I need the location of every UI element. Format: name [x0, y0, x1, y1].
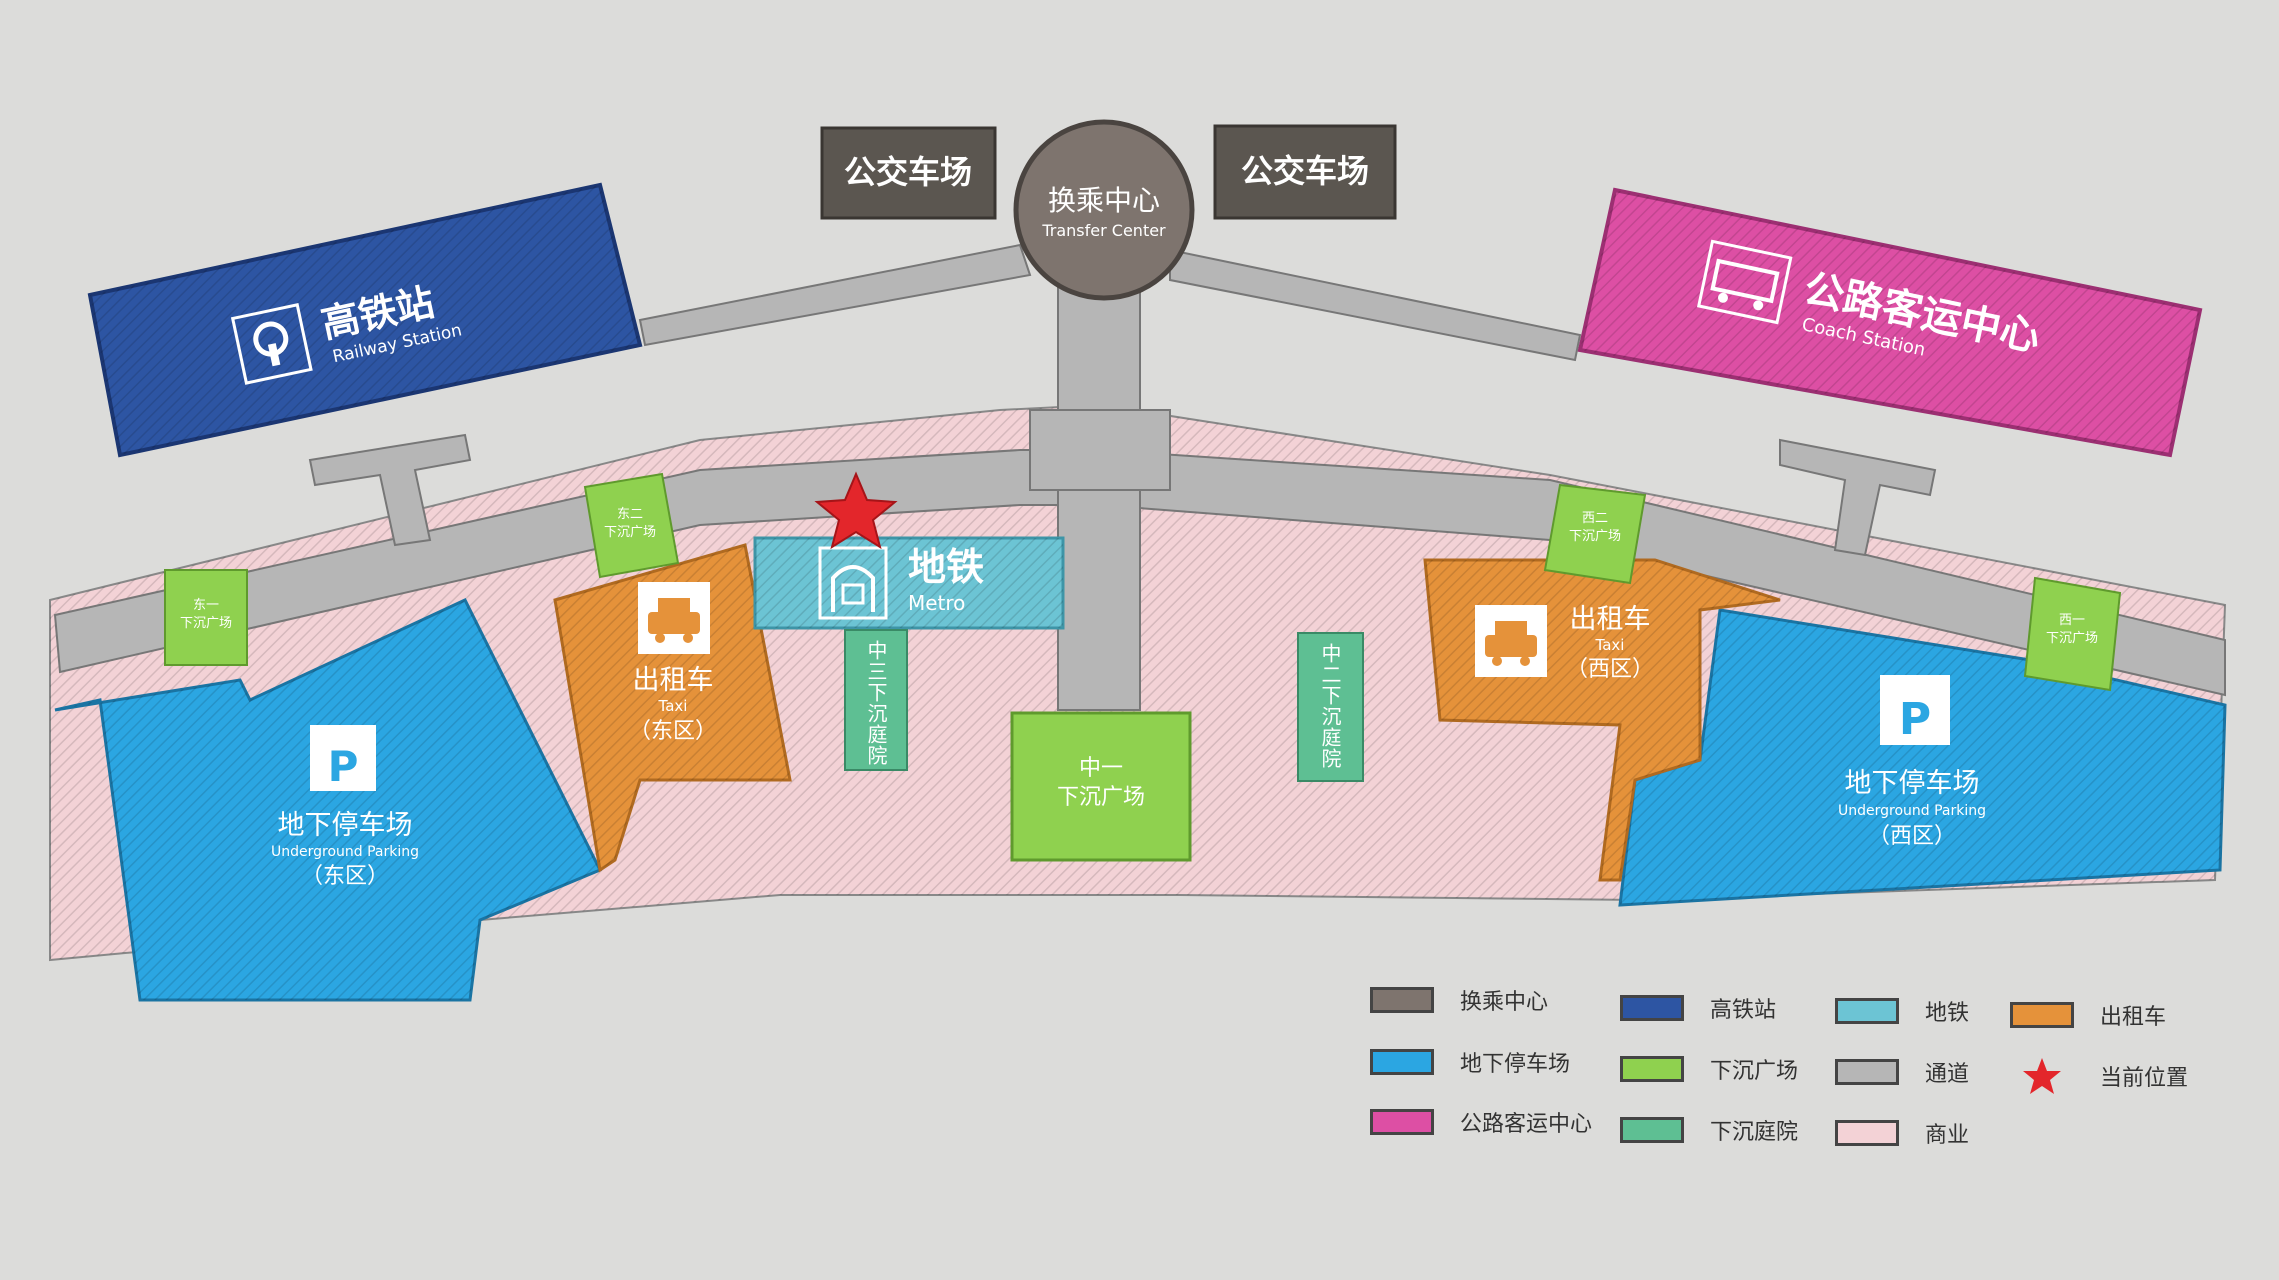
railway-station[interactable]: 高铁站 Railway Station: [87, 182, 643, 458]
plaza-west-1[interactable]: 西一 下沉广场: [2023, 576, 2122, 692]
legend-transfer-label: 换乘中心: [1460, 990, 1549, 1015]
parking-east-zh: 地下停车场: [278, 810, 413, 841]
bus-depot-left-label: 公交车场: [844, 153, 972, 191]
legend-transfer-swatch: [1370, 987, 1434, 1013]
legend-plaza-label: 下沉广场: [1710, 1059, 1799, 1084]
railway-icon: [230, 303, 313, 385]
bus-depot-right-label: 公交车场: [1241, 152, 1369, 190]
legend-current-label: 当前位置: [2100, 1066, 2189, 1091]
legend-commercial: 商业: [1835, 1116, 1969, 1150]
metro[interactable]: 地铁 Metro: [753, 536, 1065, 630]
legend-transfer: 换乘中心: [1370, 983, 1548, 1017]
legend-parking: 地下停车场: [1370, 1045, 1570, 1079]
taxi-east[interactable]: 出租车 Taxi （东区）: [553, 543, 792, 873]
legend-coach: 公路客运中心: [1370, 1105, 1592, 1139]
legend-metro: 地铁: [1835, 994, 1969, 1028]
legend-commercial-label: 商业: [1925, 1123, 1970, 1148]
metro-icon: [818, 546, 888, 620]
transfer-center[interactable]: 换乘中心 Transfer Center: [1013, 119, 1195, 301]
plaza-east-2-line1: 东二: [617, 507, 643, 522]
taxi-west-zone: （西区）: [1566, 657, 1654, 682]
taxi-east-zh: 出租车: [633, 665, 714, 696]
parking-west-zh: 地下停车场: [1845, 768, 1980, 799]
legend-railway-swatch: [1620, 995, 1684, 1021]
legend: 换乘中心 高铁站 地铁 出租车 地下停车场 下沉广场 通道 当前位置 公路客运中…: [1370, 975, 2200, 1155]
current-location-star: [814, 471, 898, 550]
taxi-west[interactable]: 出租车 Taxi （西区）: [1423, 558, 1781, 882]
parking-east[interactable]: P 地下停车场 Underground Parking （东区）: [54, 598, 603, 1002]
plaza-west-2-line2: 下沉广场: [1569, 529, 1621, 544]
legend-taxi-label: 出租车: [2100, 1005, 2167, 1030]
plaza-west-2[interactable]: 西二 下沉广场: [1543, 483, 1647, 585]
bus-depot-left[interactable]: 公交车场: [820, 126, 997, 220]
legend-railway: 高铁站: [1620, 991, 1776, 1025]
taxi-east-zone: （东区）: [629, 719, 717, 744]
coach-station[interactable]: 公路客运中心 Coach Station: [1577, 187, 2203, 458]
transfer-center-en: Transfer Center: [1041, 221, 1166, 240]
plaza-center-1-line2: 下沉广场: [1057, 785, 1145, 810]
parking-west-icon: [1880, 675, 1950, 745]
legend-railway-label: 高铁站: [1710, 998, 1777, 1023]
legend-coach-label: 公路客运中心: [1460, 1112, 1593, 1137]
parking-east-zone: （东区）: [301, 864, 389, 889]
legend-parking-swatch: [1370, 1049, 1434, 1075]
legend-coach-swatch: [1370, 1109, 1434, 1135]
legend-passage-label: 通道: [1925, 1062, 1970, 1087]
taxi-west-en: Taxi: [1595, 636, 1625, 654]
transfer-center-zh: 换乘中心: [1048, 184, 1160, 217]
legend-parking-label: 地下停车场: [1460, 1052, 1571, 1077]
legend-passage-swatch: [1835, 1059, 1899, 1085]
legend-metro-swatch: [1835, 998, 1899, 1024]
parking-east-icon-letter: P: [328, 742, 359, 791]
plaza-east-1-line2: 下沉广场: [180, 616, 232, 631]
legend-current: 当前位置: [2010, 1058, 2189, 1094]
metro-en: Metro: [908, 591, 965, 615]
parking-west-en: Underground Parking: [1838, 803, 1986, 819]
bus-depot-right[interactable]: 公交车场: [1213, 124, 1397, 220]
plaza-east-1-line1: 东一: [193, 598, 219, 613]
plaza-east-2[interactable]: 东二 下沉广场: [583, 472, 680, 579]
parking-west-icon-letter: P: [1899, 694, 1931, 745]
plaza-west-1-line2: 下沉广场: [2046, 631, 2098, 646]
legend-courtyard: 下沉庭院: [1620, 1113, 1798, 1147]
plaza-east-2-line2: 下沉广场: [604, 525, 656, 540]
legend-courtyard-swatch: [1620, 1117, 1684, 1143]
legend-courtyard-label: 下沉庭院: [1710, 1120, 1799, 1145]
legend-passage: 通道: [1835, 1055, 1969, 1089]
plaza-center-1-line1: 中一: [1079, 756, 1123, 781]
metro-zh: 地铁: [908, 545, 984, 589]
plaza-east-1[interactable]: 东一 下沉广场: [164, 569, 248, 666]
courtyard-center-3-label: 中三下沉庭院: [864, 640, 888, 766]
taxi-east-en: Taxi: [658, 697, 688, 715]
courtyard-center-2-label: 中二下沉庭院: [1318, 643, 1342, 769]
plaza-center-1[interactable]: 中一 下沉广场: [1010, 711, 1192, 862]
legend-current-star: [2010, 1058, 2074, 1094]
legend-plaza-swatch: [1620, 1056, 1684, 1082]
parking-west-zone: （西区）: [1868, 824, 1956, 849]
legend-plaza: 下沉广场: [1620, 1052, 1798, 1086]
courtyard-center-2[interactable]: 中二下沉庭院: [1297, 632, 1364, 782]
legend-taxi: 出租车: [2010, 998, 2166, 1032]
legend-metro-label: 地铁: [1925, 1001, 1970, 1026]
legend-commercial-swatch: [1835, 1120, 1899, 1146]
plaza-west-2-line1: 西二: [1582, 511, 1608, 526]
plaza-west-1-line1: 西一: [2059, 613, 2085, 628]
taxi-west-zh: 出租车: [1570, 604, 1651, 635]
legend-taxi-swatch: [2010, 1002, 2074, 1028]
bus-icon: [1696, 239, 1793, 325]
parking-east-en: Underground Parking: [271, 844, 419, 860]
courtyard-center-3[interactable]: 中三下沉庭院: [844, 629, 908, 771]
parking-east-icon: [310, 725, 376, 791]
